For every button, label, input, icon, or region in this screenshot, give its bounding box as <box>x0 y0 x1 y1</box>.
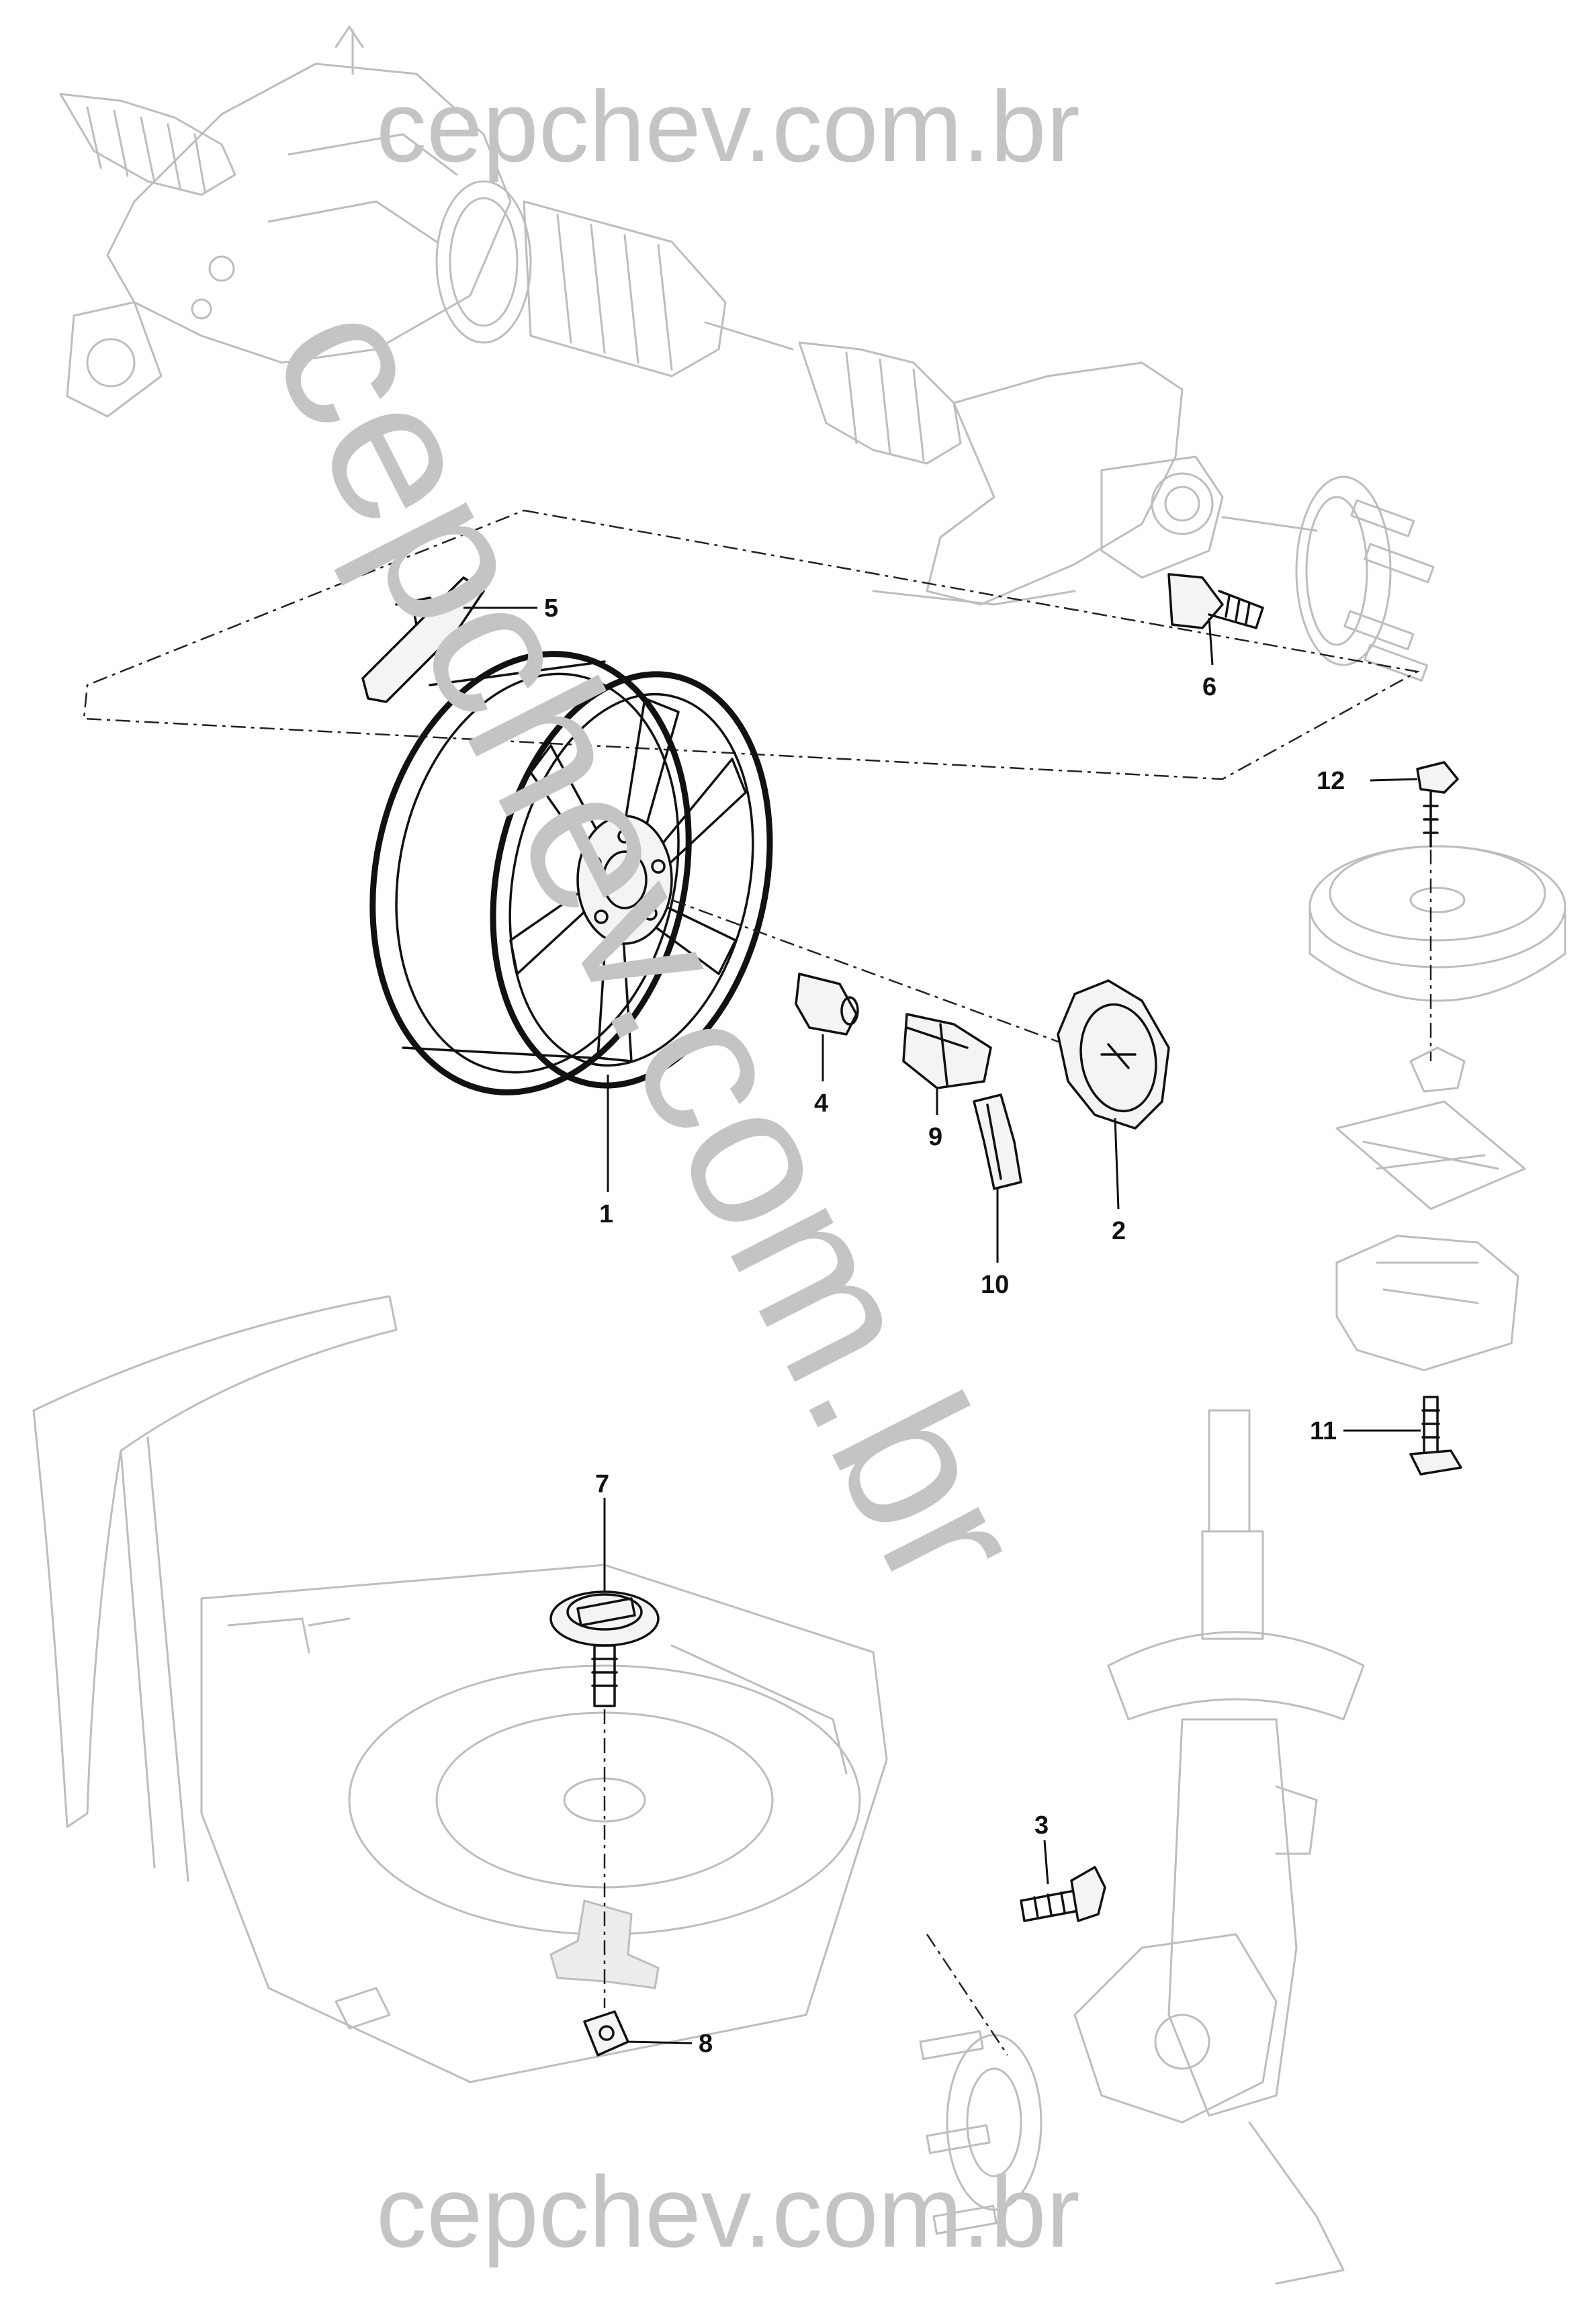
jack-ghost <box>1335 1046 1526 1371</box>
assembly-boundary <box>83 509 1420 780</box>
watermark-diagonal: cepchev.com.br <box>230 267 1071 1623</box>
callout-3: 3 <box>1034 1811 1049 1840</box>
wheel-nut <box>795 973 859 1036</box>
retaining-clip <box>973 1093 1022 1190</box>
callout-10: 10 <box>981 1271 1009 1299</box>
alloy-wheel <box>369 651 773 1095</box>
callout-8: 8 <box>699 2030 713 2058</box>
wheel-stud-rear <box>1167 573 1264 629</box>
trunk-body-ghost <box>32 1295 888 2083</box>
rear-axle-ghost <box>59 26 1224 606</box>
callout-9: 9 <box>928 1123 942 1151</box>
balance-weight <box>361 576 485 703</box>
spare-wheel-ghost <box>1309 845 1566 1002</box>
spare-wheel-clamp <box>549 1590 660 2008</box>
callout-7: 7 <box>595 1470 609 1498</box>
jack-bolt <box>1409 1396 1462 1476</box>
wheel-axis-line <box>671 899 1075 1049</box>
leader-lines <box>463 606 1421 2044</box>
square-nut <box>583 2010 629 2057</box>
front-hub-ghost <box>919 2030 1043 2235</box>
wheel-stud-front <box>926 1866 1106 2056</box>
callout-4: 4 <box>814 1089 828 1118</box>
callout-12: 12 <box>1317 767 1345 795</box>
callout-2: 2 <box>1112 1217 1126 1245</box>
front-strut-ghost <box>1073 1409 1365 2285</box>
callout-1: 1 <box>599 1200 613 1228</box>
watermark-top: cepchev.com.br <box>376 70 1080 183</box>
watermark-bottom: cepchev.com.br <box>376 2155 1080 2268</box>
locking-wheel-nut <box>902 1013 992 1089</box>
spare-wheel-bolt <box>1416 761 1459 1061</box>
callout-11: 11 <box>1310 1417 1337 1445</box>
callout-6: 6 <box>1202 673 1216 701</box>
rear-hub-ghost <box>1221 476 1435 682</box>
callout-5: 5 <box>544 594 558 623</box>
center-cap <box>1057 979 1170 1130</box>
